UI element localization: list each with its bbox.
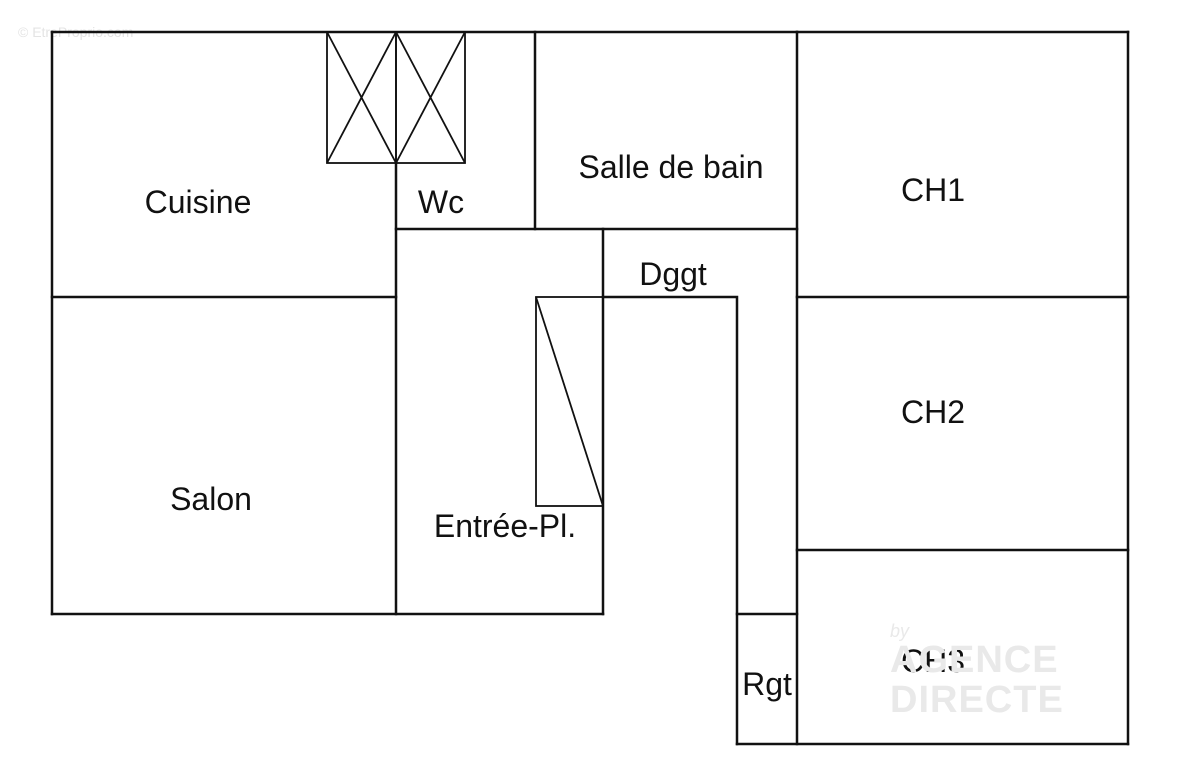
closet-diagonal [535,296,604,507]
walls [50,30,1130,746]
duct-right-diagonal-b [395,31,466,164]
room-label-salle-de-bain: Salle de bain [578,149,763,185]
room-label-ch3: CH3 [901,643,965,679]
room-label-cuisine: Cuisine [145,184,252,220]
watermark-by: by [890,621,910,641]
closet [535,296,604,507]
ventilation-ducts [326,31,466,164]
room-label-salon: Salon [170,481,252,517]
room-label-ch1: CH1 [901,172,965,208]
room-label-wc: Wc [418,184,464,220]
closet-box [535,296,604,507]
agency-watermark: by AGENCE DIRECTE [890,622,1179,720]
room-labels: Cuisine Wc Salle de bain CH1 Dggt CH2 Sa… [145,149,965,702]
wall-dggt-inner [601,295,739,746]
watermark-brand: AGENCE DIRECTE [890,639,1064,721]
room-label-dggt: Dggt [639,256,707,292]
room-label-entree: Entrée-Pl. [434,508,576,544]
duct-left-diagonal-b [326,31,397,164]
duct-right [395,31,466,164]
room-label-rgt: Rgt [742,666,792,702]
room-label-ch2: CH2 [901,394,965,430]
